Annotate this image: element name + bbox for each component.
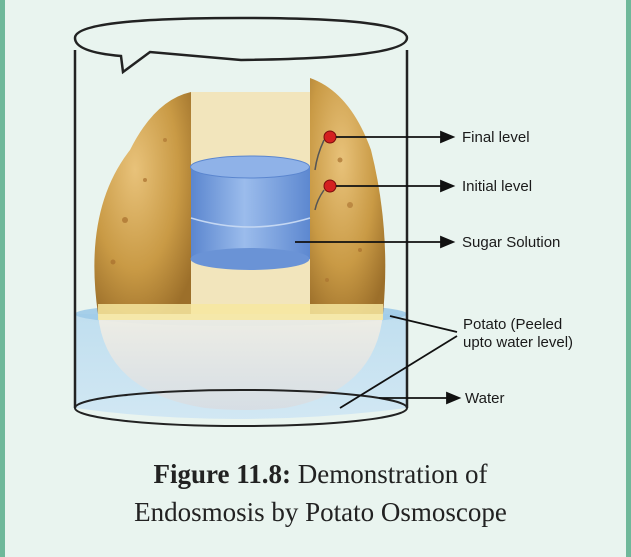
figure-number: Figure 11.8: (153, 459, 292, 489)
caption-line1-rest: Demonstration of (297, 459, 488, 489)
osmoscope-diagram: Final level Initial level Sugar Solution… (73, 16, 573, 427)
potato-label-line2: upto water level) (463, 334, 573, 351)
sugar-solution-cylinder (190, 155, 311, 270)
figure-caption: Figure 11.8: Demonstration of Endosmosis… (5, 455, 631, 531)
final-level-label: Final level (462, 129, 530, 146)
initial-level-label: Initial level (462, 178, 532, 195)
initial-level-marker (323, 179, 337, 193)
peel-band (98, 304, 383, 320)
sugar-solution-label: Sugar Solution (462, 234, 560, 251)
potato-arrow-2 (339, 335, 458, 409)
water-label: Water (465, 390, 504, 407)
final-level-marker (323, 130, 337, 144)
caption-line-1: Figure 11.8: Demonstration of (5, 455, 631, 493)
potato-arrow-1 (389, 315, 458, 333)
beaker (73, 16, 409, 427)
peeled-potato (98, 314, 383, 410)
caption-line-2: Endosmosis by Potato Osmoscope (134, 497, 507, 527)
potato-label-line1: Potato (Peeled (463, 316, 562, 333)
